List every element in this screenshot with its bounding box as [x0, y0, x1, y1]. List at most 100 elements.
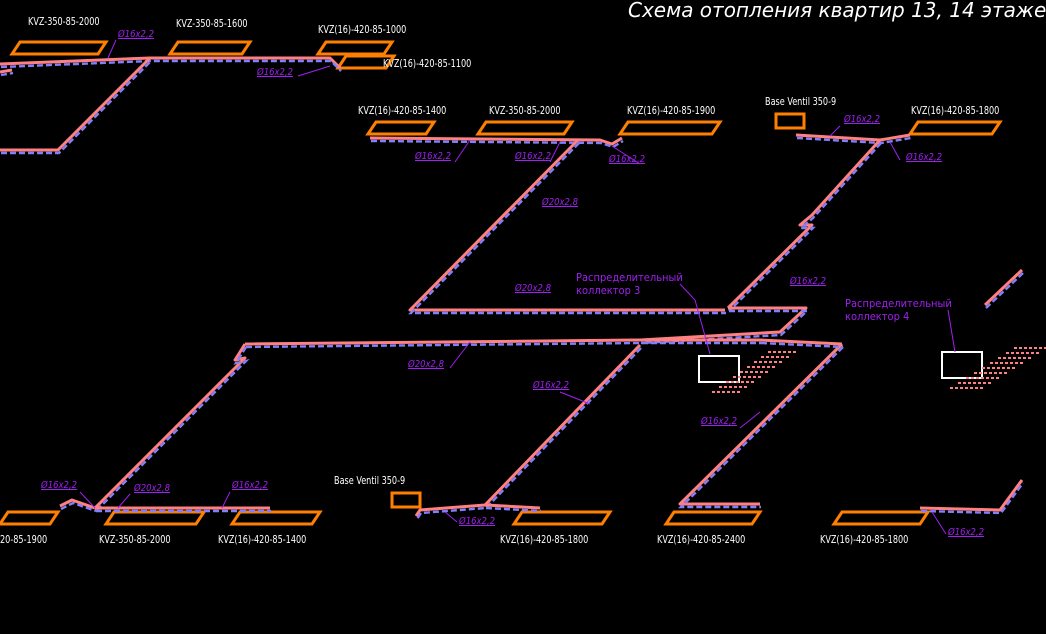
radiator-label: KVZ(16)-420-85-1000 [318, 23, 407, 36]
return-pipe [1, 60, 152, 155]
pipe-label: Ø16x2,2 [515, 151, 552, 162]
radiator [907, 120, 1003, 136]
radiator-label: KVZ(16)-420-85-1400 [358, 104, 447, 117]
pipe-label: Ø16x2,2 [609, 154, 646, 165]
leader-line [454, 139, 471, 163]
supply-pipe [244, 338, 760, 346]
return-pipe [416, 347, 642, 520]
collector-name: Распределительный [845, 297, 952, 310]
collector-name: Распределительный [576, 271, 683, 284]
supply-pipe [414, 343, 642, 517]
pipe-label: Ø16x2,2 [257, 67, 294, 78]
radiator-label: KVZ(16)-420-85-1800 [500, 533, 589, 546]
supply-pipe [0, 56, 152, 152]
radiator-label: KVZ(16)-420-85-1100 [383, 57, 472, 70]
radiator [335, 54, 397, 70]
collector-label-3: Распределительный коллектор 3 [576, 271, 683, 297]
leader-line [739, 411, 761, 429]
return-pipe [485, 506, 542, 513]
supply-pipe [0, 68, 13, 74]
pipe-label: Ø16x2,2 [844, 114, 881, 125]
pipe-label: Ø16x2,2 [41, 480, 78, 491]
page-title: Схема отопления квартир 13, 14 этаже [628, 0, 1046, 22]
leader-line [117, 493, 131, 509]
valve-label: Base Ventil 350-9 [334, 474, 406, 487]
collector-number: коллектор 3 [576, 284, 641, 297]
radiator [663, 510, 763, 526]
heating-scheme-drawing [0, 39, 1046, 535]
radiator [0, 510, 61, 526]
leader-line [449, 341, 471, 369]
return-pipe [760, 341, 844, 349]
leader-line [559, 391, 591, 405]
leader-line [297, 65, 331, 77]
collector-label-4: Распределительный коллектор 4 [845, 297, 952, 323]
return-pipe [408, 142, 726, 315]
leader-line [79, 491, 96, 509]
collector-3-box [698, 355, 740, 383]
collector-number: коллектор 4 [845, 310, 910, 323]
leader-line [931, 511, 947, 535]
return-pipe [678, 346, 844, 509]
supply-pipe [726, 138, 882, 310]
pipe-label: Ø16x2,2 [459, 516, 496, 527]
return-pipe [985, 272, 1024, 309]
radiator [103, 510, 207, 526]
leader-line [829, 125, 841, 137]
radiator-label: KVZ(16)-420-85-1800 [820, 533, 909, 546]
pipe-label: Ø20x2,8 [134, 483, 171, 494]
pipe-label: Ø16x2,2 [232, 480, 269, 491]
supply-pipe [983, 268, 1024, 307]
radiator-label: KVZ(16)-420-85-1900 [627, 104, 716, 117]
supply-pipe [369, 136, 623, 146]
leader-line [107, 39, 117, 59]
radiator [9, 40, 109, 56]
pipe-label: Ø16x2,2 [533, 380, 570, 391]
return-pipe [60, 501, 97, 513]
supply-pipe [408, 138, 725, 312]
valve [390, 491, 422, 509]
radiator [511, 510, 613, 526]
radiator-label: KVZ(16)-420-85-1800 [911, 104, 1000, 117]
radiator [315, 40, 395, 56]
leader-line [221, 491, 231, 509]
supply-pipe [759, 338, 843, 346]
return-pipe [0, 71, 14, 77]
radiator [365, 120, 437, 136]
leader-line [549, 141, 561, 163]
pipe-label: Ø20x2,8 [542, 197, 579, 208]
supply-pipe [639, 306, 808, 342]
radiator [831, 510, 931, 526]
radiator-label: KVZ(16)-420-85-2400 [657, 533, 746, 546]
pipe-label: Ø16x2,2 [790, 276, 827, 287]
leader-line [611, 145, 641, 165]
supply-pipe [919, 479, 1024, 512]
return-pipe [95, 346, 250, 512]
supply-pipe [0, 56, 342, 70]
collector-4-box [941, 351, 983, 379]
leader-line [947, 309, 956, 353]
return-pipe [728, 142, 882, 312]
supply-pipe [93, 343, 247, 510]
pipe-label: Ø16x2,2 [118, 29, 155, 40]
pipe-label: Ø16x2,2 [948, 527, 985, 538]
pipe-label: Ø20x2,8 [515, 283, 552, 294]
pipe-label: Ø16x2,2 [906, 152, 943, 163]
supply-pipe [795, 133, 911, 142]
radiator-label: KVZ-350-85-2000 [99, 533, 171, 546]
radiator [475, 120, 575, 136]
leader-line [889, 141, 901, 161]
radiator-label: KVZ(16)-420-85-1400 [218, 533, 307, 546]
valve-label: Base Ventil 350-9 [765, 95, 837, 108]
supply-pipe [484, 503, 541, 510]
supply-pipe [678, 342, 844, 506]
pipe-label: Ø20x2,8 [408, 359, 445, 370]
radiator-label: KVZ-350-85-1600 [176, 17, 248, 30]
pipe-label: Ø16x2,2 [701, 416, 738, 427]
drawing-canvas: Схема отопления квартир 13, 14 этаже KVZ… [0, 0, 1046, 546]
leader-line [679, 283, 711, 355]
radiator [229, 510, 323, 526]
valve [774, 112, 806, 130]
return-pipe [0, 59, 342, 72]
radiator-label: 20-85-1900 [0, 533, 48, 546]
